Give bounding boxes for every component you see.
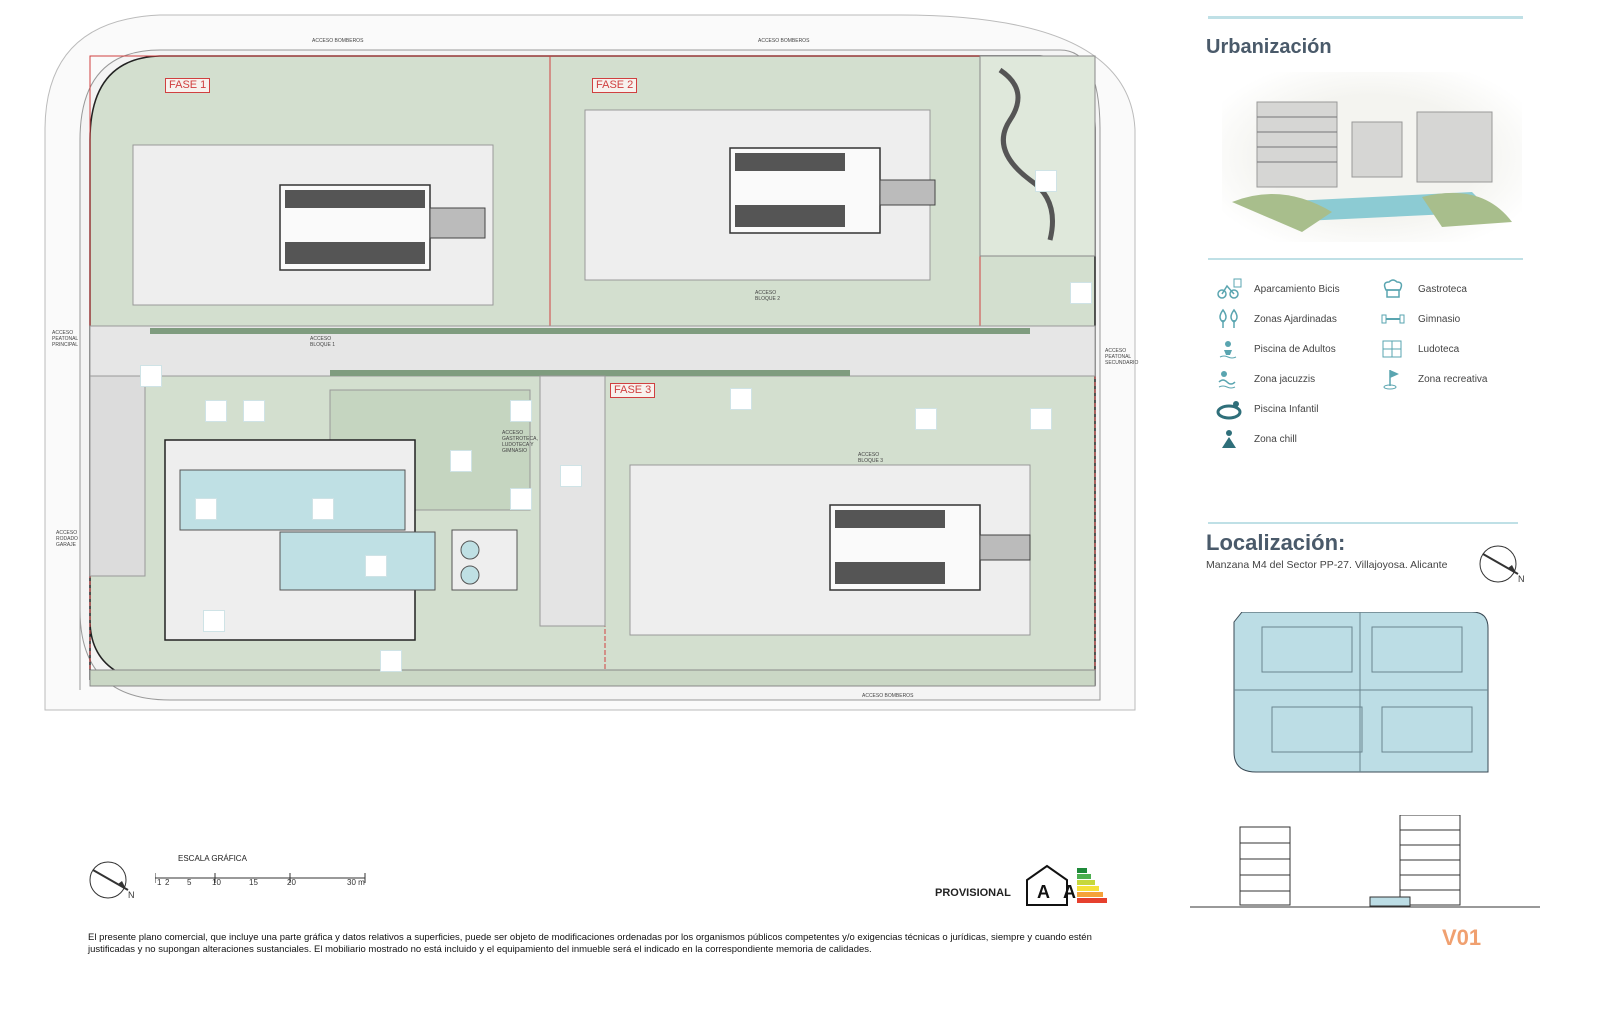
legend-item-piscina-infantil: Piscina Infantil xyxy=(1216,398,1318,420)
chef-hat-icon xyxy=(1383,279,1403,298)
localizacion-text: Manzana M4 del Sector PP-27. Villajoyosa… xyxy=(1206,559,1448,571)
trees-icon xyxy=(205,400,227,422)
legend-item-aparcamiento-bicis: Aparcamiento Bicis xyxy=(1216,278,1340,300)
provisional-label: PROVISIONAL xyxy=(935,887,1011,899)
adult-pool-icon xyxy=(365,555,387,577)
puzzle-icon xyxy=(510,488,532,510)
disclaimer-text: El presente plano comercial, que incluye… xyxy=(88,932,1092,955)
acceso-rodado-garaje-label: ACCESO RODADO GARAJE xyxy=(56,530,78,548)
section-elevation xyxy=(1190,814,1540,910)
legend-item-zona-jacuzzis: Zona jacuzzis xyxy=(1216,368,1315,390)
divider xyxy=(1208,522,1518,524)
site-plan-drawing xyxy=(44,14,1136,711)
trees-icon xyxy=(203,610,225,632)
trees-icon xyxy=(1219,308,1238,328)
bike-parking-icon xyxy=(1030,408,1052,430)
legend-item-gimnasio: Gimnasio xyxy=(1380,308,1460,330)
scale-bar xyxy=(154,870,385,888)
divider xyxy=(1208,258,1523,260)
bike-parking-icon xyxy=(730,388,752,410)
golf-flag-icon xyxy=(1035,170,1057,192)
divider xyxy=(1208,16,1523,19)
urbanizacion-title: Urbanización xyxy=(1206,36,1332,58)
acceso-peatonal-secundario-label: ACCESO PEATONAL SECUNDARIO xyxy=(1105,348,1139,366)
legend-item-zonas-ajardinadas: Zonas Ajardinadas xyxy=(1216,308,1337,330)
scale-title: ESCALA GRÁFICA xyxy=(178,854,247,863)
legend-item-piscina-adultos: Piscina de Adultos xyxy=(1216,338,1336,360)
energy-rating-2: A xyxy=(1063,882,1076,902)
render-image xyxy=(1222,72,1522,242)
golf-flag-icon xyxy=(1383,370,1399,390)
fase-3-label: FASE 3 xyxy=(610,383,656,398)
bike-parking-icon xyxy=(915,408,937,430)
fase-1-label: FASE 1 xyxy=(165,78,211,93)
trees-icon xyxy=(380,650,402,672)
puzzle-icon xyxy=(1382,340,1402,358)
adult-pool-icon xyxy=(312,498,334,520)
site-plan: FASE 1 FASE 2 FASE 3 ACCESO BOMBEROS ACC… xyxy=(40,10,1170,730)
north-arrow-icon: N xyxy=(88,858,138,908)
bike-parking-icon xyxy=(140,365,162,387)
dumbbell-icon xyxy=(1381,314,1405,324)
legend-item-ludoteca: Ludoteca xyxy=(1380,338,1459,360)
svg-text:N: N xyxy=(1518,574,1525,584)
legend-item-gastroteca: Gastroteca xyxy=(1380,278,1467,300)
adult-pool-icon xyxy=(1219,341,1237,359)
acceso-bomberos-label-3: ACCESO BOMBEROS xyxy=(862,693,914,699)
acceso-bomberos-label-1: ACCESO BOMBEROS xyxy=(312,38,364,44)
chill-icon xyxy=(243,400,265,422)
acceso-bomberos-label-2: ACCESO BOMBEROS xyxy=(758,38,810,44)
acceso-bloque-1-label: ACCESO BLOQUE 1 xyxy=(310,336,336,348)
location-map xyxy=(1232,611,1490,774)
kids-pool-icon xyxy=(1216,401,1242,420)
chef-hat-icon xyxy=(510,400,532,422)
bike-parking-icon xyxy=(1070,282,1092,304)
bike-parking-icon xyxy=(560,465,582,487)
svg-text:N: N xyxy=(128,890,135,900)
bike-parking-icon xyxy=(1217,278,1242,299)
chill-icon xyxy=(1222,430,1236,448)
acceso-bloque-2-label: ACCESO BLOQUE 2 xyxy=(755,290,781,302)
acceso-peatonal-principal-label: ACCESO PEATONAL PRINCIPAL xyxy=(52,330,79,348)
acceso-bloque-3-label: ACCESO BLOQUE 3 xyxy=(858,452,884,464)
north-arrow-icon: N xyxy=(1478,542,1528,592)
jacuzzi-icon xyxy=(1218,371,1236,389)
legend-item-zona-recreativa: Zona recreativa xyxy=(1380,368,1487,390)
acceso-gastroteca-label: ACCESO GASTROTECA, LUDOTECA Y GIMNASIO xyxy=(502,430,538,454)
kids-pool-icon xyxy=(195,498,217,520)
energy-rating-badge: A A xyxy=(1025,862,1115,907)
energy-rating-1: A xyxy=(1037,882,1050,902)
legend-item-zona-chill: Zona chill xyxy=(1216,428,1297,450)
trees-icon xyxy=(450,450,472,472)
fase-2-label: FASE 2 xyxy=(592,78,638,93)
version-label: V01 xyxy=(1442,925,1482,950)
localizacion-title: Localización: xyxy=(1206,530,1346,555)
